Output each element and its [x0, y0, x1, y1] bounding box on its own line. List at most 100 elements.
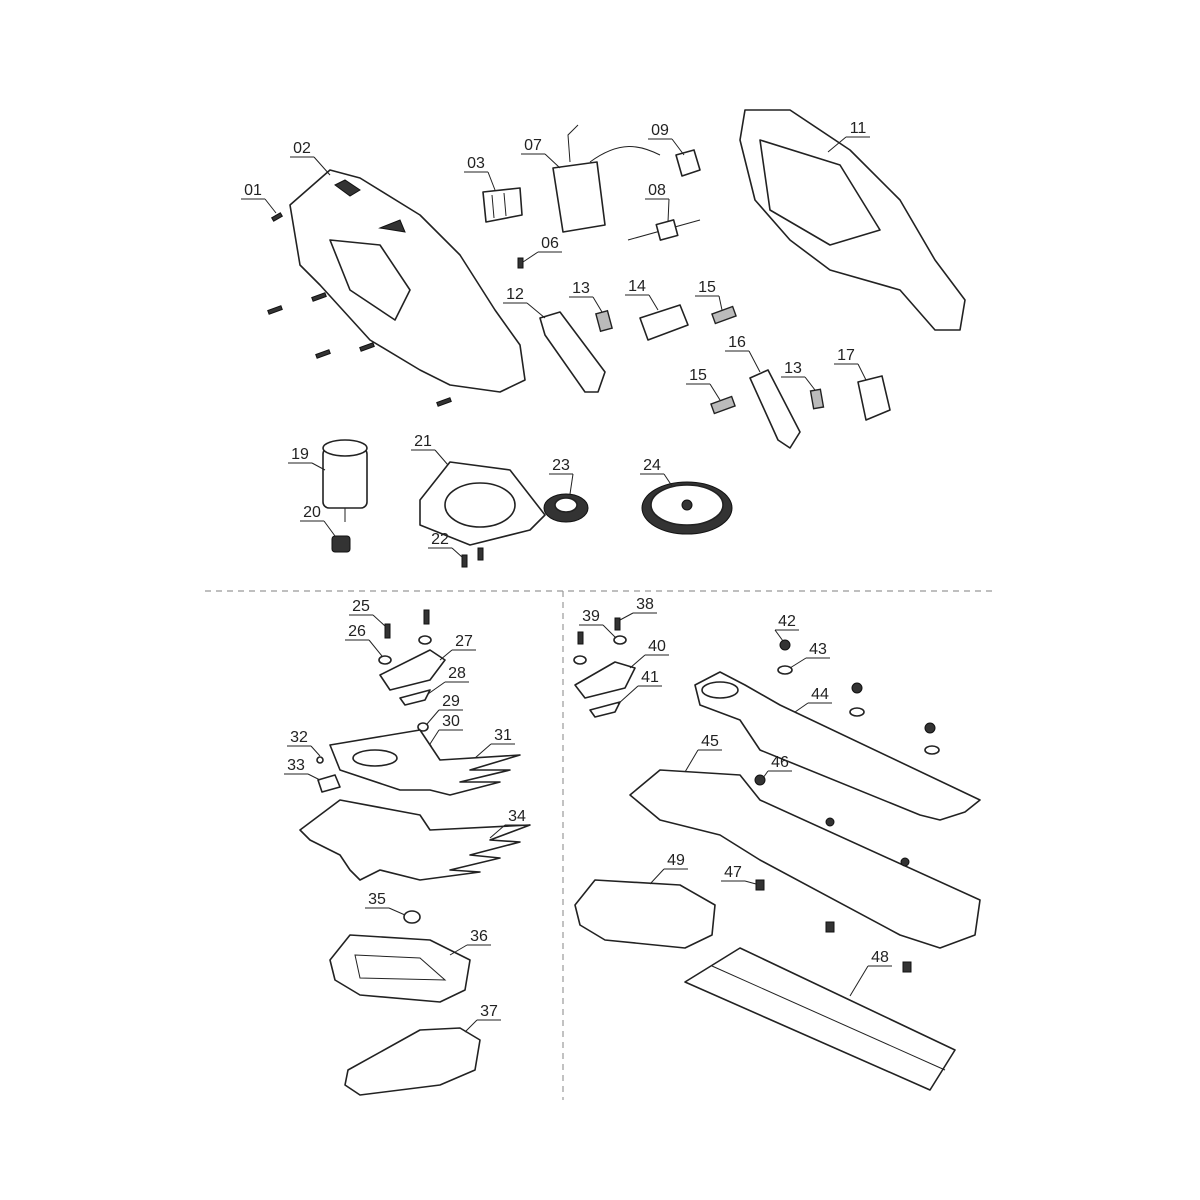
label-27: 27	[439, 633, 476, 661]
svg-text:21: 21	[414, 433, 432, 450]
svg-text:24: 24	[643, 457, 661, 474]
label-01: 01	[241, 182, 277, 214]
label-13b: 13	[781, 360, 816, 391]
label-31: 31	[474, 727, 515, 759]
svg-text:12: 12	[506, 286, 524, 303]
svg-text:30: 30	[442, 713, 460, 730]
label-44: 44	[794, 686, 832, 713]
screws-part-22	[461, 547, 484, 568]
blade-guard-part-37	[344, 1027, 481, 1096]
rivet-part-46	[754, 774, 910, 867]
moving-blade-part-31	[329, 729, 521, 796]
label-49: 49	[649, 852, 688, 885]
label-20: 20	[300, 504, 336, 537]
svg-text:37: 37	[480, 1003, 498, 1020]
label-08: 08	[645, 182, 670, 223]
svg-text:48: 48	[871, 949, 889, 966]
connector-part-09	[675, 149, 701, 177]
pinion-gear-part-20	[331, 535, 351, 553]
cable-part-08	[627, 219, 701, 241]
blade-guide-part-40	[574, 661, 636, 699]
label-06: 06	[522, 235, 562, 263]
svg-text:35: 35	[368, 891, 386, 908]
svg-text:03: 03	[467, 155, 485, 172]
label-25: 25	[349, 598, 386, 627]
svg-text:39: 39	[582, 608, 600, 625]
blade-guide-part-27	[379, 649, 446, 691]
washers-part-26	[378, 635, 432, 665]
gear-part-24	[641, 481, 733, 535]
svg-text:34: 34	[508, 808, 526, 825]
label-45: 45	[684, 733, 722, 773]
svg-text:33: 33	[287, 757, 305, 774]
blade-protector-part-48	[684, 947, 956, 1091]
screws-part-38	[577, 617, 621, 645]
label-12: 12	[503, 286, 546, 319]
label-16: 16	[725, 334, 761, 373]
svg-text:16: 16	[728, 334, 746, 351]
svg-text:36: 36	[470, 928, 488, 945]
label-43: 43	[789, 641, 830, 669]
spring-part-15a	[711, 305, 737, 325]
svg-text:45: 45	[701, 733, 719, 750]
label-48: 48	[849, 949, 892, 997]
svg-text:08: 08	[648, 182, 666, 199]
label-22: 22	[428, 531, 463, 558]
svg-text:14: 14	[628, 278, 646, 295]
nut-part-35	[403, 910, 421, 924]
label-42: 42	[774, 613, 799, 642]
label-09: 09	[648, 122, 685, 156]
washers-part-39	[573, 635, 627, 665]
svg-text:02: 02	[293, 140, 311, 157]
svg-text:38: 38	[636, 596, 654, 613]
svg-text:42: 42	[778, 613, 796, 630]
label-15b: 15	[686, 367, 721, 401]
clip-part-03	[482, 187, 523, 223]
cam-part-41	[589, 701, 621, 718]
housing-right-part-11	[739, 109, 966, 331]
svg-text:11: 11	[850, 120, 867, 137]
svg-text:41: 41	[641, 669, 659, 686]
fixed-blade-part-45	[629, 769, 981, 949]
moving-blade-part-44	[694, 671, 981, 821]
housing-left-part	[289, 169, 526, 393]
label-17: 17	[834, 347, 867, 381]
cam-part-28	[399, 689, 431, 706]
gear-part-23	[543, 493, 589, 523]
label-30: 30	[429, 713, 463, 745]
svg-text:47: 47	[724, 864, 742, 881]
part-labels: 01 02 03 07 09 11 08 06 12 13 14 15 16 1…	[241, 120, 892, 1033]
screws-part-01	[267, 212, 452, 407]
label-35: 35	[365, 891, 406, 916]
label-26: 26	[345, 623, 383, 657]
svg-text:44: 44	[811, 686, 829, 703]
label-13a: 13	[569, 280, 603, 313]
svg-text:15: 15	[698, 279, 716, 296]
svg-text:29: 29	[442, 693, 460, 710]
blade-cover-part-36	[329, 934, 471, 1003]
screw-part-06	[517, 257, 524, 269]
gear-housing-part-21	[419, 461, 546, 546]
label-02: 02	[290, 140, 331, 176]
label-37: 37	[464, 1003, 501, 1033]
circuit-board-part-07	[552, 124, 661, 233]
battery-latch-part-17	[857, 375, 891, 421]
bushing-part-33	[317, 774, 341, 793]
svg-text:13: 13	[784, 360, 802, 377]
label-38: 38	[619, 596, 657, 621]
label-11: 11	[827, 120, 870, 153]
label-36: 36	[449, 928, 491, 956]
svg-text:07: 07	[524, 137, 542, 154]
label-33: 33	[284, 757, 321, 781]
svg-text:46: 46	[771, 754, 789, 771]
label-29: 29	[426, 693, 463, 725]
label-28: 28	[427, 665, 469, 695]
spring-part-13a	[595, 309, 613, 333]
svg-text:49: 49	[667, 852, 685, 869]
svg-text:17: 17	[837, 347, 855, 364]
screws-part-47	[755, 879, 912, 973]
label-07: 07	[521, 137, 561, 169]
spring-part-13b	[809, 388, 825, 410]
washers-part-43	[777, 665, 940, 755]
